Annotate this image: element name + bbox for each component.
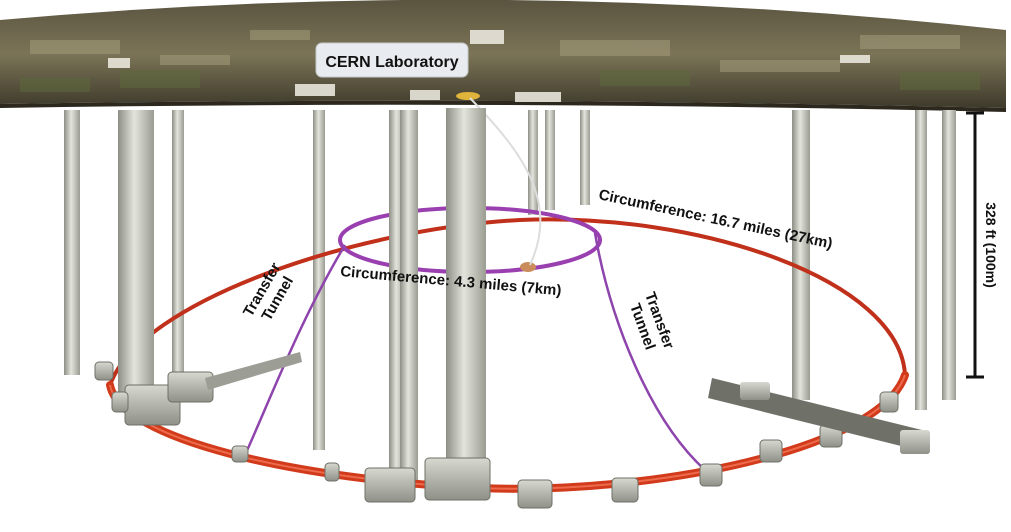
right-beam-assembly xyxy=(708,378,930,454)
transfer-tunnel-left-label: Transfer Tunnel xyxy=(240,260,297,324)
sps-connector xyxy=(520,262,536,272)
depth-label: 328 ft (100m) xyxy=(983,202,999,288)
transfer-tunnel-right xyxy=(593,232,706,471)
access-shafts-front xyxy=(64,108,956,488)
depth-indicator: 328 ft (100m) xyxy=(966,111,999,379)
transfer-tunnel-right-label: Transfer Tunnel xyxy=(626,290,677,352)
cern-site-marker xyxy=(456,92,480,100)
lhc-ring-back xyxy=(108,217,907,386)
surface-cable xyxy=(469,97,542,266)
left-beam-assembly xyxy=(205,352,302,390)
experiment-caverns xyxy=(94,361,899,509)
cern-laboratory-label: CERN Laboratory xyxy=(315,42,469,78)
access-shafts-back xyxy=(172,110,927,450)
cern-laboratory-text: CERN Laboratory xyxy=(325,54,458,71)
lhc-ring-front xyxy=(106,371,909,493)
surface-terrain xyxy=(0,0,1006,112)
